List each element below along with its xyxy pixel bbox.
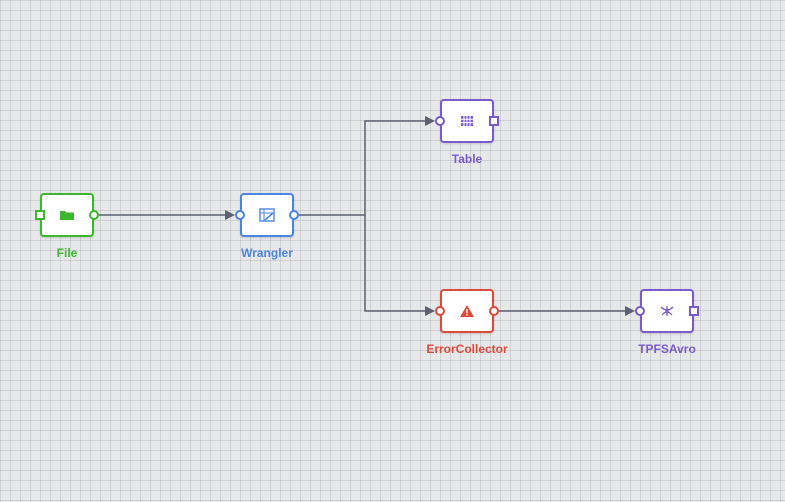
node-table[interactable]: Table — [435, 99, 499, 166]
output-port[interactable] — [689, 306, 699, 316]
node-table-box[interactable] — [440, 99, 494, 143]
node-tpfsavro-box[interactable] — [640, 289, 694, 333]
output-port[interactable] — [489, 116, 499, 126]
output-port[interactable] — [89, 210, 99, 220]
avro-icon — [660, 306, 674, 316]
node-file-label: File — [56, 246, 78, 260]
node-errorcollector-box[interactable] — [440, 289, 494, 333]
node-tpfsavro[interactable]: TPFSAvro — [635, 289, 699, 356]
input-port[interactable] — [435, 306, 445, 316]
output-port[interactable] — [489, 306, 499, 316]
edge-wrangler-to-table[interactable] — [299, 116, 435, 216]
folder-icon — [60, 211, 74, 220]
warning-icon — [460, 305, 474, 317]
node-tpfsavro-label: TPFSAvro — [638, 342, 696, 356]
node-errorcollector-label: ErrorCollector — [426, 342, 508, 356]
node-wrangler-box[interactable] — [240, 193, 294, 237]
input-port[interactable] — [235, 210, 245, 220]
wrangler-icon — [259, 208, 275, 222]
input-port[interactable] — [635, 306, 645, 316]
node-errorcollector[interactable]: ErrorCollector — [426, 289, 508, 356]
node-file[interactable]: File — [35, 193, 99, 260]
table-grid-icon — [461, 116, 473, 126]
input-port[interactable] — [35, 210, 45, 220]
edge-wrangler-to-errorcollector[interactable] — [364, 215, 435, 316]
node-file-box[interactable] — [40, 193, 94, 237]
input-port[interactable] — [435, 116, 445, 126]
node-table-label: Table — [451, 152, 483, 166]
output-port[interactable] — [289, 210, 299, 220]
node-wrangler-label: Wrangler — [241, 246, 293, 260]
node-wrangler[interactable]: Wrangler — [235, 193, 299, 260]
